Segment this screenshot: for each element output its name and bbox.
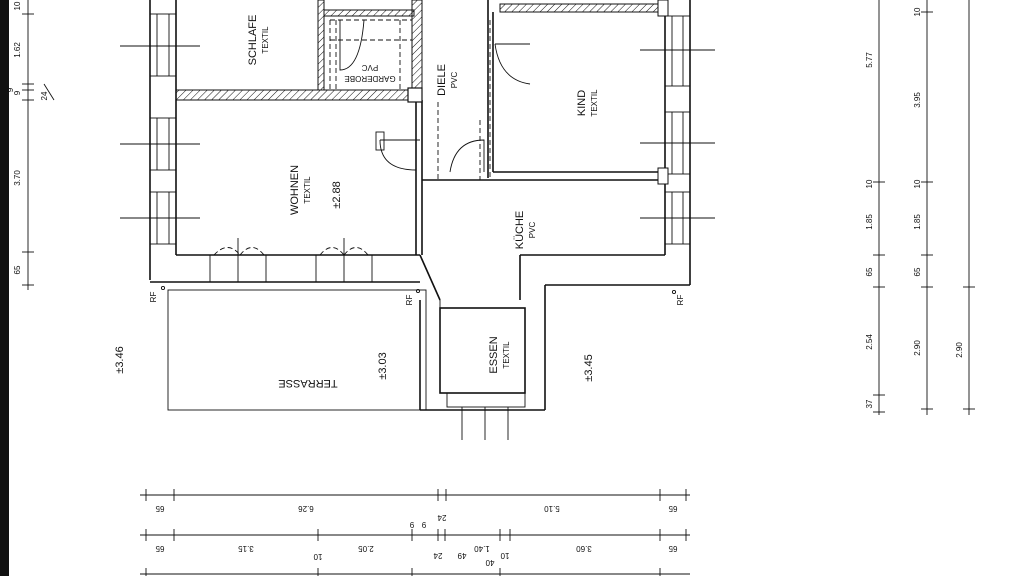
rf-text-1: RF	[149, 292, 158, 303]
doors	[339, 19, 531, 173]
bottom-2-dim-1: 65	[155, 544, 164, 553]
room-name-schlafen: SCHLAFE	[247, 15, 259, 66]
right-a-dim-5: 2.54	[865, 334, 874, 350]
room-name-kueche: KÜCHE	[514, 211, 526, 250]
left-dim-1: 10	[13, 1, 22, 10]
windows-right	[640, 15, 715, 245]
bottom-2-dim-5: 9	[409, 520, 414, 529]
level-text-right: ±3.45	[583, 354, 595, 381]
right-b-dim-5: 65	[913, 267, 922, 276]
right-dimension-chain-c	[963, 0, 975, 415]
rf-text-2: RF	[405, 295, 414, 306]
room-floor-wohnen: TEXTIL	[303, 176, 312, 204]
bottom-1-dim-5: 65	[668, 504, 677, 513]
right-b-dim-4: 1.85	[913, 214, 922, 230]
right-c-dim-1: 2.90	[955, 342, 964, 358]
bottom-2-dim-4: 2.05	[358, 544, 374, 553]
level-left: ±3.46	[114, 346, 126, 373]
bottom-2-dim-3: 10	[313, 552, 322, 561]
bottom-1-dim-3: 24	[437, 513, 446, 522]
room-label-terrasse: TERRASSE	[278, 377, 337, 389]
rf-mark-1: RF	[149, 292, 158, 303]
bottom-2-dim-8: 49	[457, 551, 466, 560]
right-b-dim-2: 3.95	[913, 92, 922, 108]
interior-walls	[175, 0, 669, 255]
right-dimension-chain-b	[921, 0, 933, 415]
right-a-dim-2: 10	[865, 179, 874, 188]
bottom-1-dim-1: 65	[155, 504, 164, 513]
garderobe-dashed	[329, 19, 491, 180]
room-floor-schlafen: TEXTIL	[261, 26, 270, 54]
room-name-diele: DIELE	[436, 64, 448, 96]
level-text-terrasse: ±3.03	[377, 352, 389, 379]
room-label-wohnen: WOHNEN TEXTIL	[289, 165, 312, 215]
room-name-terrasse: TERRASSE	[278, 377, 337, 389]
right-a-dim-3: 1.85	[865, 214, 874, 230]
windows-left	[120, 13, 200, 245]
room-label-kueche: KÜCHE PVC	[514, 211, 537, 250]
room-floor-kueche: PVC	[528, 222, 537, 239]
left-dim-5: 24	[40, 91, 49, 100]
room-label-kind: KIND TEXTIL	[576, 89, 599, 117]
right-a-dim-1: 5.77	[865, 52, 874, 68]
room-floor-garderobe: PVC	[362, 63, 379, 72]
room-name-wohnen: WOHNEN	[289, 165, 301, 215]
left-dim-6: 3.70	[13, 170, 22, 186]
bottom-1-dim-2: 6.26	[298, 504, 314, 513]
room-label-garderobe: PVC GARDEROBE	[344, 63, 395, 83]
right-dimension-chain-a	[873, 0, 885, 415]
room-name-kind: KIND	[576, 90, 588, 116]
left-dim-3: 9	[6, 87, 15, 92]
room-floor-kind: TEXTIL	[590, 89, 599, 117]
bottom-2-dim-6: 9	[421, 520, 426, 529]
level-text-left: ±3.46	[114, 346, 126, 373]
room-name-essen: ESSEN	[488, 336, 500, 373]
bottom-2-dim-10: 10	[500, 551, 509, 560]
left-dim-7: 65	[13, 265, 22, 274]
bottom-2-dim-12: 3.60	[576, 544, 592, 553]
rf-text-3: RF	[676, 295, 685, 306]
bottom-2-dim-7: 24	[433, 551, 442, 560]
level-right: ±3.45	[583, 354, 595, 381]
room-label-diele: DIELE PVC	[436, 64, 459, 96]
left-dim-4: 9	[13, 90, 22, 95]
page-edge	[0, 0, 9, 576]
room-label-essen: ESSEN TEXTIL	[488, 336, 511, 373]
bottom-1-dim-4: 5.10	[544, 504, 560, 513]
room-name-garderobe: GARDEROBE	[344, 74, 395, 83]
room-label-schlafen: SCHLAFE TEXTIL	[247, 15, 270, 66]
left-dimension-chain	[22, 0, 55, 290]
level-text-wohnen: ±2.88	[331, 181, 343, 208]
bottom-2-dim-9: 1.40	[474, 544, 490, 553]
room-floor-diele: PVC	[450, 72, 459, 89]
rf-mark-2: RF	[405, 295, 414, 306]
rf-mark-3: RF	[676, 295, 685, 306]
left-dim-2: 1.62	[13, 42, 22, 58]
right-a-dim-4: 65	[865, 267, 874, 276]
bottom-dimension-row-3	[140, 568, 690, 576]
room-floor-essen: TEXTIL	[502, 341, 511, 369]
level-wohnen: ±2.88	[331, 181, 343, 208]
right-a-dim-6: 37	[865, 399, 874, 408]
windows-bottom	[209, 238, 526, 440]
bottom-dimension-row-1	[140, 489, 690, 501]
bottom-2-dim-11: 40	[485, 558, 494, 567]
level-terrasse: ±3.03	[377, 352, 389, 379]
bottom-2-dim-13: 65	[668, 544, 677, 553]
terrasse-area	[167, 289, 427, 411]
bottom-2-dim-2: 3.15	[238, 544, 254, 553]
right-b-dim-3: 10	[913, 179, 922, 188]
right-b-dim-6: 2.90	[913, 340, 922, 356]
bottom-dimension-row-2	[140, 529, 690, 541]
right-b-dim-1: 10	[913, 7, 922, 16]
